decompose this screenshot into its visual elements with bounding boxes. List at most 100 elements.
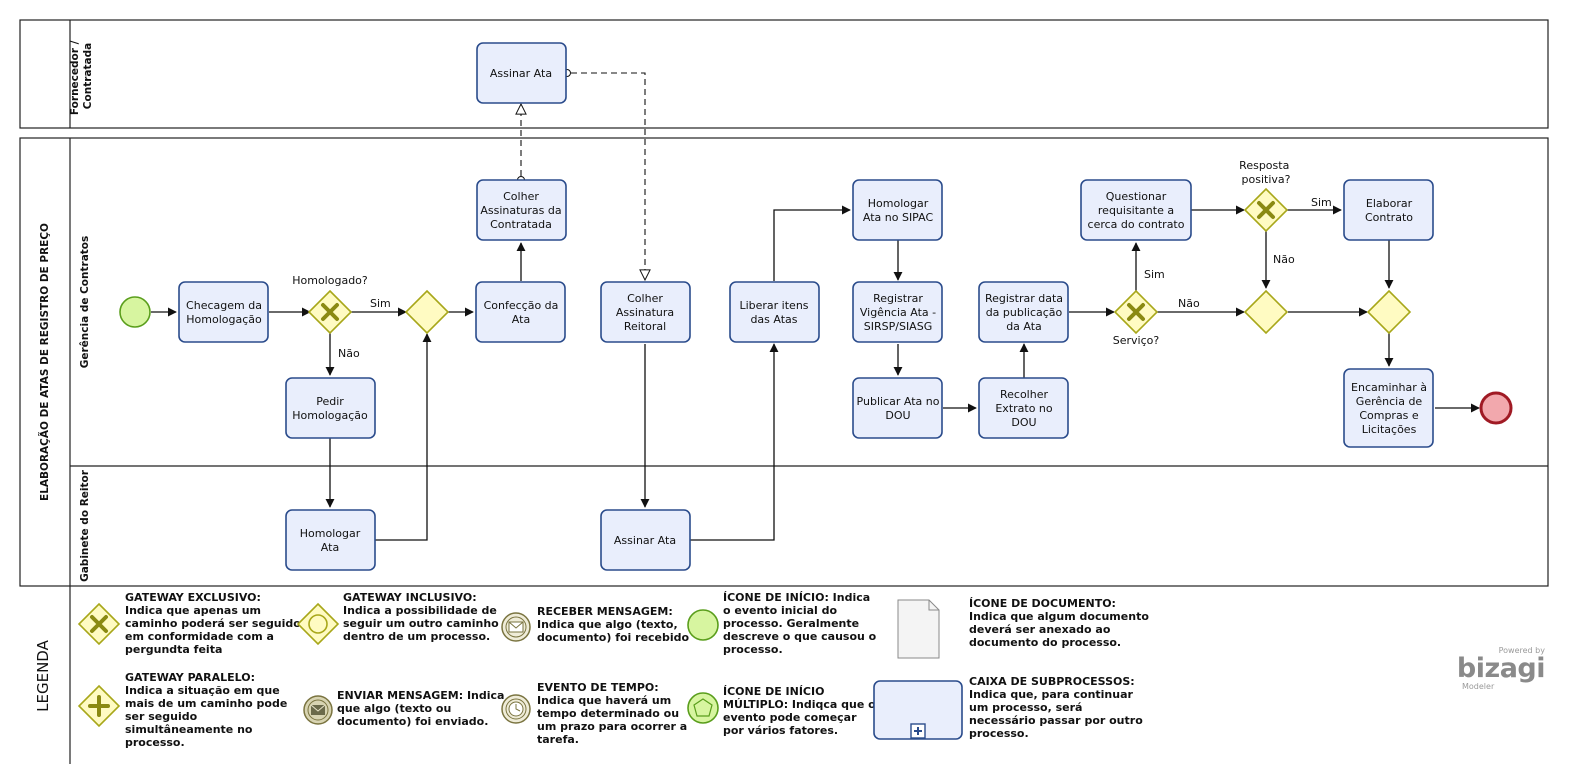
gateway-servico[interactable] bbox=[1113, 289, 1159, 335]
legend-line: ÍCONE DE INÍCIO: Indica bbox=[723, 591, 870, 604]
flow-liberar-sipac bbox=[773, 205, 851, 281]
legend-line: GATEWAY EXCLUSIVO: bbox=[125, 591, 261, 604]
task-assinar-ata-fornecedor[interactable]: Assinar Ata bbox=[476, 42, 567, 104]
label-sim-homologado: Sim bbox=[370, 297, 391, 310]
flow-labels: Homologado? Sim Não Serviço? Sim Não Res… bbox=[292, 159, 1332, 360]
legend-line: documento) foi recebido bbox=[537, 631, 690, 644]
flow-homologar-merge bbox=[375, 333, 432, 541]
legend-line: GATEWAY PARALELO: bbox=[125, 671, 255, 684]
task-label-line: Assinatura bbox=[616, 306, 674, 319]
task-label-line: DOU bbox=[885, 409, 910, 422]
task-label-line: Elaborar bbox=[1366, 197, 1413, 210]
legend-document-text: ÍCONE DE DOCUMENTO:Indica que algum docu… bbox=[969, 597, 1149, 649]
gateway-resposta[interactable] bbox=[1243, 187, 1289, 233]
legend-line: evento pode começar bbox=[723, 711, 857, 724]
legend-line: EVENTO DE TEMPO: bbox=[537, 681, 659, 694]
legend-line: Indica que haverá um bbox=[537, 694, 671, 707]
task-label-line: Assinar Ata bbox=[614, 534, 676, 547]
task-assinar-ata-reitor[interactable]: Assinar Ata bbox=[600, 509, 691, 571]
gateway-homologado[interactable] bbox=[307, 289, 353, 335]
task-label-line: Homologar bbox=[300, 527, 361, 540]
task-label-line: Homologação bbox=[186, 313, 262, 326]
task-label-line: Confecção da bbox=[484, 299, 559, 312]
legend-line: Indica a situação em que bbox=[125, 684, 280, 697]
flow-assinar-liberar bbox=[690, 343, 779, 541]
label-resposta: Resposta positiva? bbox=[1239, 159, 1293, 186]
legend-line: GATEWAY INCLUSIVO: bbox=[343, 591, 477, 604]
gateway-merge-nao[interactable] bbox=[1243, 289, 1289, 335]
label-sim-servico: Sim bbox=[1144, 268, 1165, 281]
svg-text:Assinar Ata: Assinar Ata bbox=[614, 534, 676, 547]
task-label-line: Extrato no bbox=[995, 402, 1053, 415]
lane-fornecedor-label: Fornecedor / Contratada bbox=[69, 37, 94, 115]
task-label-line: das Atas bbox=[750, 313, 797, 326]
task-label-line: Assinar Ata bbox=[490, 67, 552, 80]
task-label-line: Colher bbox=[627, 292, 663, 305]
legend-line: caminho poderá ser seguido bbox=[125, 617, 301, 630]
task-label-line: DOU bbox=[1011, 416, 1036, 429]
legend-line: processo. bbox=[969, 727, 1029, 740]
legend-line: dentro de um processo. bbox=[343, 630, 490, 643]
task-label-line: Assinaturas da bbox=[480, 204, 561, 217]
gateway-merge-final[interactable] bbox=[1366, 289, 1412, 335]
legend-line: ÍCONE DE DOCUMENTO: bbox=[969, 597, 1116, 610]
legend-line: pergundta feita bbox=[125, 643, 222, 656]
brand-powered: Powered by bbox=[1499, 646, 1546, 655]
legend-parallel-text: GATEWAY PARALELO:Indica a situação em qu… bbox=[125, 671, 287, 749]
task-label-line: Recolher bbox=[1000, 388, 1048, 401]
task-label-line: Registrar data bbox=[985, 292, 1063, 305]
legend-line: processo. bbox=[723, 643, 783, 656]
task-label-line: Gerência de bbox=[1356, 395, 1423, 408]
legend-line: seguir um outro caminho bbox=[343, 617, 499, 630]
legend-exclusive-gateway-icon bbox=[77, 602, 121, 646]
legend-line: Indica que, para continuar bbox=[969, 688, 1134, 701]
label-sim-resposta: Sim bbox=[1311, 196, 1332, 209]
task-label-line: Encaminhar à bbox=[1351, 381, 1427, 394]
end-event[interactable] bbox=[1479, 391, 1513, 425]
gateway-merge-homologacao[interactable] bbox=[404, 289, 450, 335]
task-label-line: Homologar bbox=[868, 197, 929, 210]
start-event[interactable] bbox=[119, 296, 151, 328]
task-label-line: Ata bbox=[512, 313, 530, 326]
task-label-line: Checagem da bbox=[186, 299, 262, 312]
brand-product: Modeler bbox=[1462, 682, 1495, 691]
legend-line: necessário passar por outro bbox=[969, 714, 1143, 727]
task-label-line: Liberar itens bbox=[739, 299, 808, 312]
label-homologado: Homologado? bbox=[292, 274, 368, 287]
legend-line: tarefa. bbox=[537, 733, 579, 746]
task-label-line: Questionar bbox=[1106, 190, 1167, 203]
task-label-line: Colher bbox=[503, 190, 539, 203]
legend-subprocess-icon bbox=[873, 680, 963, 740]
task-label-line: Homologação bbox=[292, 409, 368, 422]
legend-send-message-icon bbox=[303, 695, 333, 725]
legend-inclusive-gateway-icon bbox=[296, 602, 340, 646]
legend-line: processo. bbox=[125, 736, 185, 749]
